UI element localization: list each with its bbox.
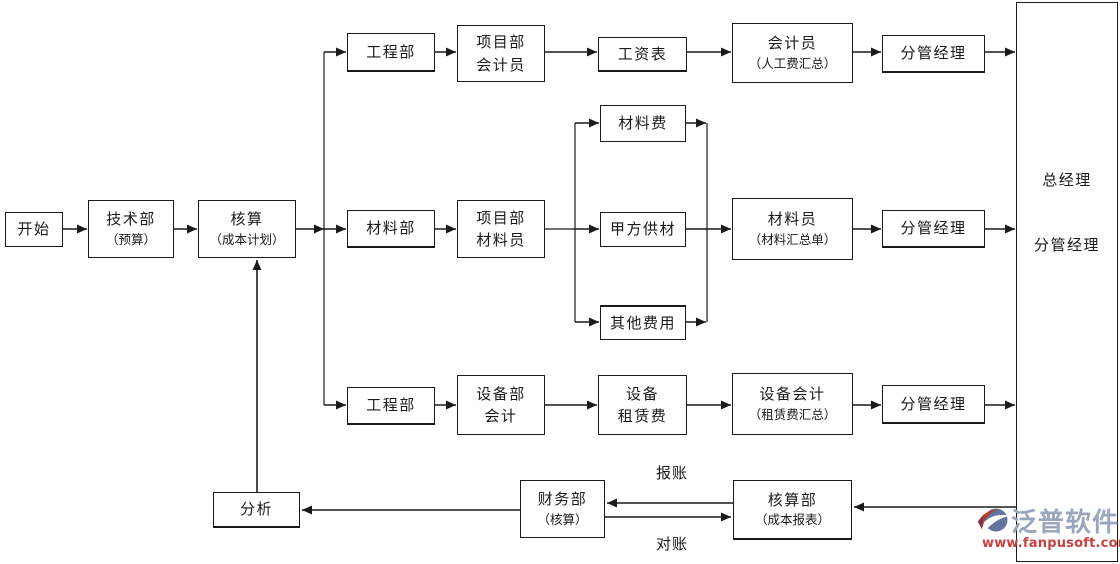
fanpu-logo: 泛普软件 www.fanpusoft.com bbox=[977, 501, 1120, 551]
flow-arrows bbox=[63, 47, 1016, 522]
node-manager-mid: 分管经理 bbox=[882, 210, 985, 248]
edge-label-baozhang: 报账 bbox=[656, 464, 689, 482]
node-acct-dept: 核算部 （成本报表） bbox=[733, 480, 852, 540]
fanpu-logo-row: 泛普软件 bbox=[977, 501, 1119, 539]
fanpu-logo-icon bbox=[977, 508, 1010, 532]
fanpu-logo-brand: 泛普软件 bbox=[1010, 507, 1119, 538]
node-general-manager: 总经理 分管经理 bbox=[1016, 2, 1118, 562]
node-pm-material-clerk: 项目部 材料员 bbox=[457, 200, 545, 258]
node-equip-rental-fee: 设备 租赁费 bbox=[598, 375, 687, 435]
node-payroll: 工资表 bbox=[598, 37, 687, 72]
node-material-dept: 材料部 bbox=[347, 210, 435, 248]
fanpu-logo-url[interactable]: www.fanpusoft.com bbox=[982, 536, 1120, 551]
node-other-fee: 其他费用 bbox=[600, 305, 686, 340]
node-manager-bottom: 分管经理 bbox=[882, 385, 985, 424]
edge-label-duizhang: 对账 bbox=[656, 535, 689, 553]
node-equip-accountant: 设备部 会计 bbox=[457, 375, 545, 435]
node-tech-dept: 技术部 （预算） bbox=[88, 200, 174, 258]
node-analysis: 分析 bbox=[213, 492, 300, 528]
node-equip-acct-summary: 设备会计 （租赁费汇总） bbox=[732, 373, 853, 435]
node-accountant-summary: 会计员 （人工费汇总） bbox=[732, 23, 853, 83]
node-start: 开始 bbox=[5, 212, 63, 247]
node-material-clerk-summary: 材料员 （材料汇总单） bbox=[732, 198, 853, 260]
node-owner-supplied-material: 甲方供材 bbox=[600, 212, 686, 247]
node-pm-accountant: 项目部 会计员 bbox=[457, 25, 545, 82]
node-manager-top: 分管经理 bbox=[882, 35, 985, 73]
node-eng-dept-bottom: 工程部 bbox=[347, 387, 435, 425]
node-costing: 核算 （成本计划） bbox=[198, 200, 296, 258]
node-eng-dept-top: 工程部 bbox=[347, 33, 435, 72]
node-material-fee: 材料费 bbox=[600, 105, 686, 142]
node-finance-dept: 财务部 （核算） bbox=[520, 480, 605, 538]
